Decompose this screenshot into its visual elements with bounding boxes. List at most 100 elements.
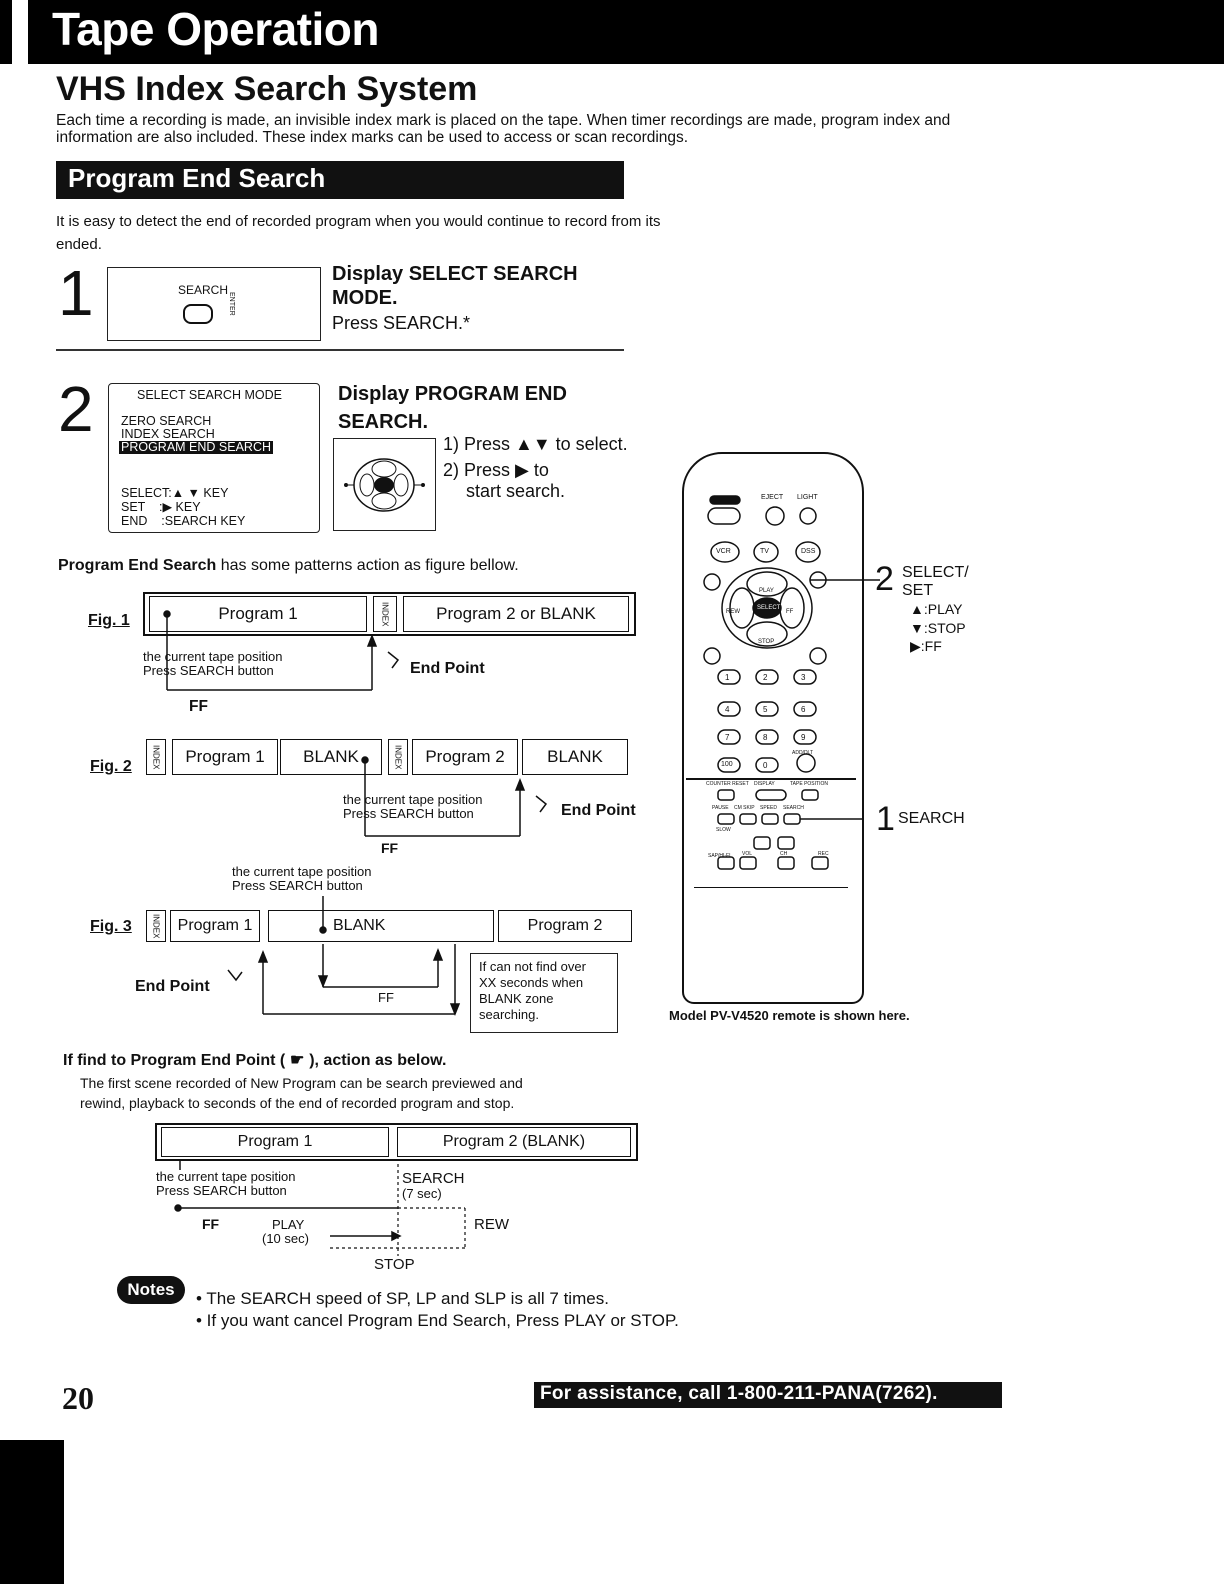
search-button-label: SEARCH <box>178 283 229 297</box>
find-heading: If find to Program End Point (☛), action… <box>63 1052 447 1069</box>
remote-slow-label: SLOW <box>716 827 731 833</box>
remote-display-label: DISPLAY <box>754 781 775 787</box>
section-intro: Each time a recording is made, an invisi… <box>56 112 951 146</box>
fig1-tape: Program 1 INDEX Program 2 or BLANK <box>143 592 636 636</box>
note-item: • If you want cancel Program End Search,… <box>196 1311 679 1330</box>
fig3-ff: FF <box>378 990 394 1005</box>
fig2-tape: INDEX Program 1 BLANK INDEX Program 2 BL… <box>146 737 632 777</box>
osd-set-line: SET :▶ KEY <box>121 500 201 514</box>
fig3-label: Fig. 3 <box>90 918 132 935</box>
section-title: VHS Index Search System <box>56 70 478 108</box>
osd-item: INDEX SEARCH <box>121 427 215 441</box>
callout2-label2: SET <box>902 582 934 599</box>
remote-speed-label: SPEED <box>760 805 777 811</box>
find-segment-program2: Program 2 (BLANK) <box>397 1127 631 1157</box>
fig1-end-point: End Point <box>410 660 485 677</box>
find-pos-text2: Press SEARCH button <box>156 1183 287 1198</box>
remote-tape-label: TAPE POSITION <box>790 781 828 787</box>
fig3-note-line: XX seconds when <box>479 975 584 990</box>
step2-instruction-2: 2) Press ▶ to <box>443 460 549 480</box>
find-rew-label: REW <box>474 1216 509 1233</box>
fig1-label: Fig. 1 <box>88 612 130 629</box>
remote-bottom-panel <box>694 887 848 993</box>
osd-end-line: END :SEARCH KEY <box>121 514 246 528</box>
subsection-bar <box>56 161 624 199</box>
find-play-time: (10 sec) <box>262 1231 309 1246</box>
enter-label: ENTER <box>228 292 235 316</box>
remote-caption: Model PV-V4520 remote is shown here. <box>669 1008 910 1023</box>
remote-eject-label: EJECT <box>761 494 784 501</box>
left-edge-strip <box>0 0 12 64</box>
remote-ff-label: FF <box>786 609 794 615</box>
callout1-label: SEARCH <box>898 810 965 827</box>
patterns-rest: has some patterns action as figure bello… <box>216 557 519 574</box>
fig1-segment-program1: Program 1 <box>149 596 367 632</box>
divider <box>56 349 624 351</box>
remote-select-label: SELECT <box>757 605 781 611</box>
callout1-number: 1 <box>876 800 895 838</box>
fig2-pos-text: the current tape position <box>343 792 483 807</box>
remote-sap-label: SAP/HI-FI <box>708 853 731 859</box>
osd-item-selected: PROGRAM END SEARCH <box>119 440 274 454</box>
fig2-pos-text2: Press SEARCH button <box>343 806 474 821</box>
digit-3: 3 <box>801 673 806 682</box>
remote-ch-label: CH <box>780 851 788 857</box>
page-number: 20 <box>62 1380 94 1416</box>
remote-add-label: ADD/DLT <box>792 750 814 756</box>
hand-pointer-icon: ☛ <box>290 1052 305 1069</box>
find-play-label: PLAY <box>272 1217 305 1232</box>
remote-vcr-label: VCR <box>716 548 731 555</box>
remote-dss-label: DSS <box>801 548 816 555</box>
find-search-label: SEARCH <box>402 1170 465 1187</box>
fig3-note-line: searching. <box>479 1007 539 1022</box>
digit-6: 6 <box>801 705 806 714</box>
remote-search-label: SEARCH <box>783 805 804 811</box>
remote-divider <box>686 778 856 780</box>
callout2-line <box>810 579 880 581</box>
digit-4: 4 <box>725 705 730 714</box>
fig2-segment-blank1: BLANK <box>280 739 382 775</box>
remote-stop-label: STOP <box>758 639 775 645</box>
remote-rew-label: REW <box>726 609 740 615</box>
note-item: • The SEARCH speed of SP, LP and SLP is … <box>196 1289 609 1308</box>
fig2-end-point: End Point <box>561 802 636 819</box>
fig3-tape: INDEX Program 1 BLANK Program 2 <box>146 908 632 944</box>
fig2-index-mark-1: INDEX <box>146 739 166 775</box>
find-ff: FF <box>202 1216 220 1232</box>
fig2-label: Fig. 2 <box>90 758 132 775</box>
callout2-label: SELECT/ <box>902 564 969 581</box>
header-bar <box>28 0 1224 64</box>
joystick-illustration <box>333 438 436 531</box>
step2-instruction-2b: start search. <box>466 481 566 501</box>
find-search-time: (7 sec) <box>402 1186 442 1201</box>
fig3-note-line: BLANK zone <box>479 991 554 1006</box>
remote-cmskip-label: CM SKIP <box>734 805 755 811</box>
patterns-intro: Program End Search has some patterns act… <box>58 557 519 575</box>
digit-100: 100 <box>721 761 733 768</box>
fig3-note-line: If can not find over <box>479 959 586 974</box>
remote-tv-label: TV <box>760 548 769 555</box>
step1-body: Press SEARCH.* <box>332 313 471 333</box>
callout2-stop: ▼:STOP <box>910 620 966 636</box>
fig3-segment-blank: BLANK <box>268 910 494 942</box>
step2-instruction-1: 1) Press ▲▼ to select. <box>443 434 628 454</box>
digit-0: 0 <box>763 761 768 770</box>
fig2-segment-blank2: BLANK <box>522 739 628 775</box>
fig2-ff: FF <box>381 840 399 856</box>
callout2-number: 2 <box>875 560 894 598</box>
find-segment-program1: Program 1 <box>161 1127 389 1157</box>
fig3-segment-program1: Program 1 <box>170 910 260 942</box>
step1-illustration: SEARCH ENTER <box>107 267 321 341</box>
fig1-segment-program2: Program 2 or BLANK <box>403 596 629 632</box>
step2-number: 2 <box>58 373 94 445</box>
remote-light-label: LIGHT <box>797 494 818 501</box>
fig1-pos-text: the current tape position <box>143 649 283 664</box>
find-stop-label: STOP <box>374 1256 415 1273</box>
step2-heading: Display PROGRAM END SEARCH. <box>338 383 567 433</box>
digit-7: 7 <box>725 733 730 742</box>
subsection-title: Program End Search <box>68 163 326 193</box>
left-edge-block <box>0 1440 64 1584</box>
step1-heading: Display SELECT SEARCH MODE. <box>332 263 578 309</box>
osd-screen: SELECT SEARCH MODE ZERO SEARCH INDEX SEA… <box>108 383 320 533</box>
